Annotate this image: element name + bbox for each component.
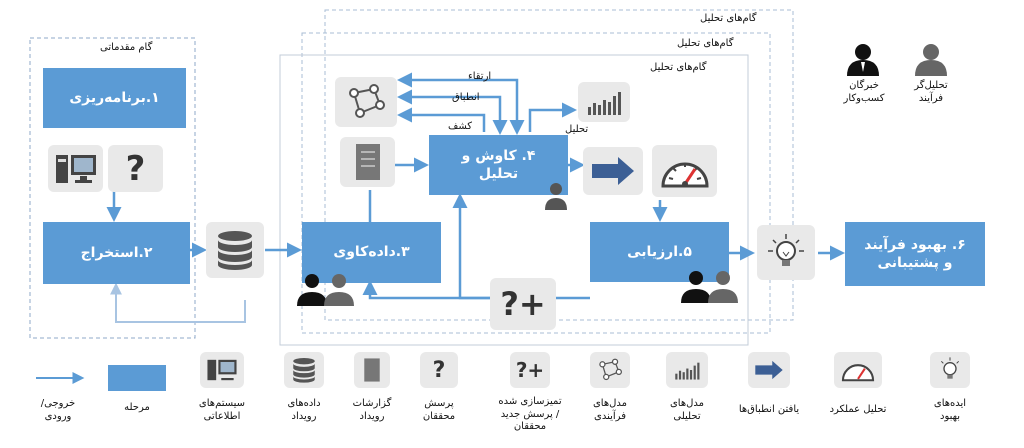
arrow-analysis (528, 102, 577, 132)
arrow-discovery (397, 107, 486, 132)
arrow-label-analysis: تحلیل (565, 124, 589, 135)
legend-arrow-icon (748, 352, 790, 388)
database-icon (206, 222, 264, 278)
legend-analytic-models-label: مدل‌های تحلیلی (669, 398, 705, 422)
people-avatars-s3 (294, 272, 356, 310)
legend-finding-conformance-label: یافتن انطباق‌ها (738, 404, 800, 415)
legend-process-model-icon (590, 352, 630, 388)
process-analyst-avatar (915, 42, 947, 80)
legend-question-icon: ? (420, 352, 458, 388)
legend-improvement-ideas-label: ایده‌های بهبود (933, 398, 967, 422)
frame-label-preliminary: گام مقدماتی (100, 42, 153, 53)
arrow-feedback-s2 (110, 282, 246, 323)
process-analyst-label: تحلیل‌گر فرآیند (914, 80, 948, 104)
frame-analysis-middle (301, 32, 771, 334)
legend-refined-questions-label: تمیزسازی شده / پرسش جدید محققان (498, 396, 562, 432)
stage-evaluation: ۵.ارزیابی (590, 222, 729, 282)
stage-data-mining: ۳.داده‌کاوی (302, 222, 441, 283)
arrow-promotion (397, 72, 525, 135)
frame-analysis-outer (324, 9, 794, 321)
frame-label-analysis-3: گام‌های تحلیل (650, 62, 707, 73)
frame-preliminary (29, 37, 196, 339)
frame-analysis-inner (279, 54, 749, 346)
legend-performance-analysis-label: تحلیل عملکرد (829, 404, 887, 415)
legend-stage-label: مرحله (124, 402, 150, 413)
stage-planning: ۱.برنامه‌ریزی (43, 68, 186, 128)
stage-extraction: ۲.استخراج (43, 222, 190, 284)
legend-info-systems-label: سیستم‌های اطلاعاتی (198, 398, 246, 422)
computer-icon (48, 145, 103, 192)
arrow-label-discovery: کشف (448, 121, 473, 132)
legend-process-models-label: مدل‌های فرآیندی (592, 398, 628, 422)
stage-explore-analyze: ۴. کاوش و تحلیل (429, 135, 568, 195)
arrow-label-promotion: ارتقاء (468, 71, 492, 82)
analyst-avatar-s4 (543, 180, 569, 214)
frame-label-analysis-2: گام‌های تحلیل (677, 38, 734, 49)
process-model-icon (335, 77, 397, 127)
business-expert-avatar (847, 42, 879, 80)
conformance-arrow-icon (583, 147, 643, 195)
arrow-label-conformance: انطباق (452, 92, 480, 103)
arrow-conformance (397, 89, 508, 135)
refined-question-icon: ?+ (490, 278, 556, 330)
legend-gauge-icon (834, 352, 882, 388)
legend-analyst-questions-label: پرسش محققان (422, 398, 456, 422)
legend-report-icon (354, 352, 390, 388)
legend-stage-swatch (108, 365, 166, 391)
event-report-icon (340, 137, 395, 187)
legend-question-plus-icon: ?+ (510, 352, 550, 388)
legend-io-label: خروجی/ ورودی (40, 398, 76, 422)
flow-arrows (106, 72, 845, 300)
performance-gauge-icon (652, 145, 717, 197)
arrow-loop-s4 (452, 193, 490, 300)
business-expert-label: خبرگان کسب‌وکار (843, 80, 885, 104)
frame-label-analysis-1: گام‌های تحلیل (700, 13, 757, 24)
people-avatars-s5 (678, 269, 740, 307)
question-icon: ? (108, 145, 163, 192)
legend-event-data-label: داده‌های رویداد (287, 398, 321, 422)
lightbulb-icon (757, 225, 815, 280)
legend-lightbulb-icon (930, 352, 970, 388)
legend-database-icon (284, 352, 324, 388)
arrow-loop-s3 (362, 280, 490, 300)
legend-computer-icon (200, 352, 244, 388)
legend-analytic-chart-icon (666, 352, 708, 388)
analytic-chart-icon (578, 82, 630, 122)
stage-process-improvement: ۶. بهبود فرآیند و پشتیبانی (845, 222, 985, 286)
legend-event-reports-label: گزارشات رویداد (352, 398, 392, 422)
